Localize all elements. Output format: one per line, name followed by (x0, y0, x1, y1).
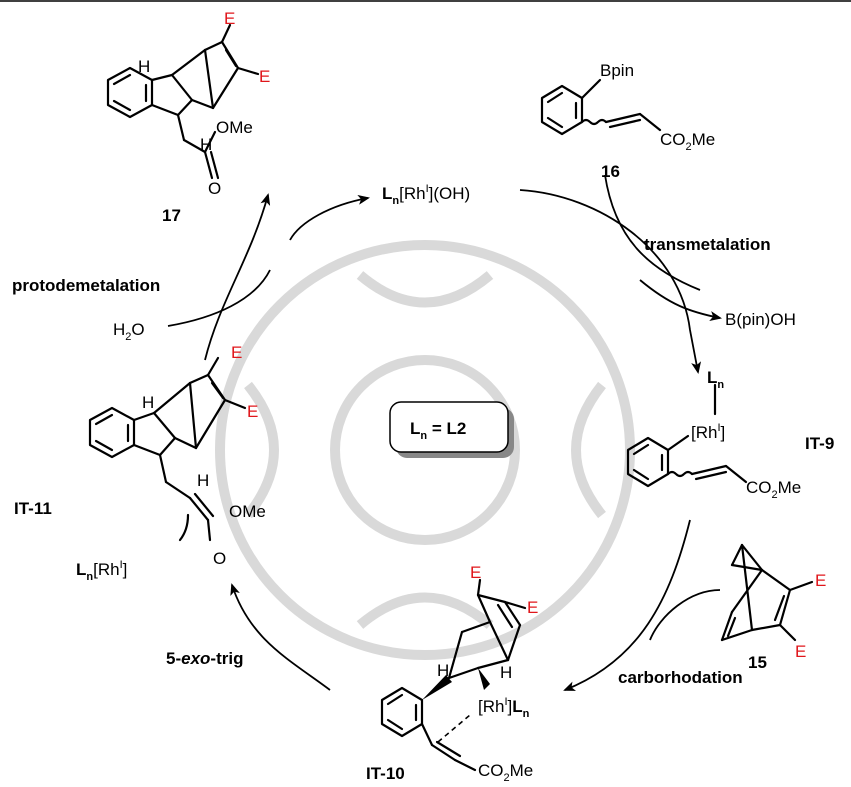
ester-e-it10-a: E (470, 563, 481, 582)
carbonyl-o-17: O (208, 179, 221, 198)
it11-label: IT-11 (14, 499, 52, 518)
h-it10-right: H (500, 663, 512, 682)
arrow-it10-to-cyclization (230, 583, 331, 691)
it9-ligand: Ln (707, 368, 724, 391)
it9-structure (626, 383, 748, 488)
ome-17: OMe (216, 118, 253, 137)
compound-15-structure (720, 543, 814, 642)
bpin-16: Bpin (600, 61, 634, 80)
arrow-15-in (649, 589, 721, 641)
water-label: H2O (113, 320, 145, 343)
ester-e-it11-a: E (231, 343, 242, 362)
ester-e-15-a: E (815, 571, 826, 590)
h-17-top: H (138, 57, 150, 76)
arrow-catalyst-to-transmetalation (519, 189, 702, 374)
ligand-box (389, 401, 509, 453)
h-17-bottom: H (200, 135, 212, 154)
ester-e-15-b: E (795, 642, 806, 661)
co2me-it10: CO2Me (478, 761, 533, 784)
compound-17-structure (106, 23, 260, 180)
it11-rh: Ln[RhI] (76, 559, 127, 583)
byproduct-label: B(pin)OH (725, 310, 796, 329)
ester-e-17-b: E (259, 67, 270, 86)
it10-label: IT-10 (366, 764, 405, 783)
ome-it11: OMe (229, 502, 266, 521)
compound-16-structure (540, 78, 662, 136)
it9-label: IT-9 (805, 434, 834, 453)
step-carborhodation: carborhodation (618, 668, 743, 687)
it9-rh: [RhI] (691, 422, 725, 442)
ester-e-it11-b: E (247, 402, 258, 421)
catalyst-label: Ln[RhI](OH) (382, 183, 470, 207)
h-it11-top: H (142, 393, 154, 412)
h-it10-left: H (437, 661, 449, 680)
it10-structure (380, 578, 527, 772)
ester-e-17-a: E (224, 9, 235, 28)
arrow-it9-to-carborhodation (563, 519, 691, 691)
co2me-16: CO2Me (660, 130, 715, 153)
arrow-it11-to-17 (204, 193, 271, 361)
carbonyl-o-it11: O (213, 549, 226, 568)
co2me-it9: CO2Me (746, 478, 801, 501)
arrow-water-in (167, 269, 271, 327)
compound-15-number: 15 (748, 653, 767, 672)
ligand-box-label: Ln = L2 (410, 419, 466, 442)
ester-e-it10-b: E (527, 598, 538, 617)
arrow-17-to-catalyst (289, 194, 370, 241)
arrow-16-in (604, 174, 701, 291)
watermark-seal (215, 240, 635, 660)
compound-17-number: 17 (162, 206, 181, 225)
h-it11-bottom: H (197, 471, 209, 490)
arrow-byproduct-out (639, 279, 722, 321)
it10-rh: [RhI]Ln (478, 696, 530, 720)
compound-16-number: 16 (601, 162, 620, 181)
step-5-exo-trig: 5-exo-trig (166, 649, 243, 668)
step-protodemetalation: protodemetalation (12, 276, 160, 295)
step-transmetalation: transmetalation (644, 235, 771, 254)
it11-structure (88, 356, 247, 542)
